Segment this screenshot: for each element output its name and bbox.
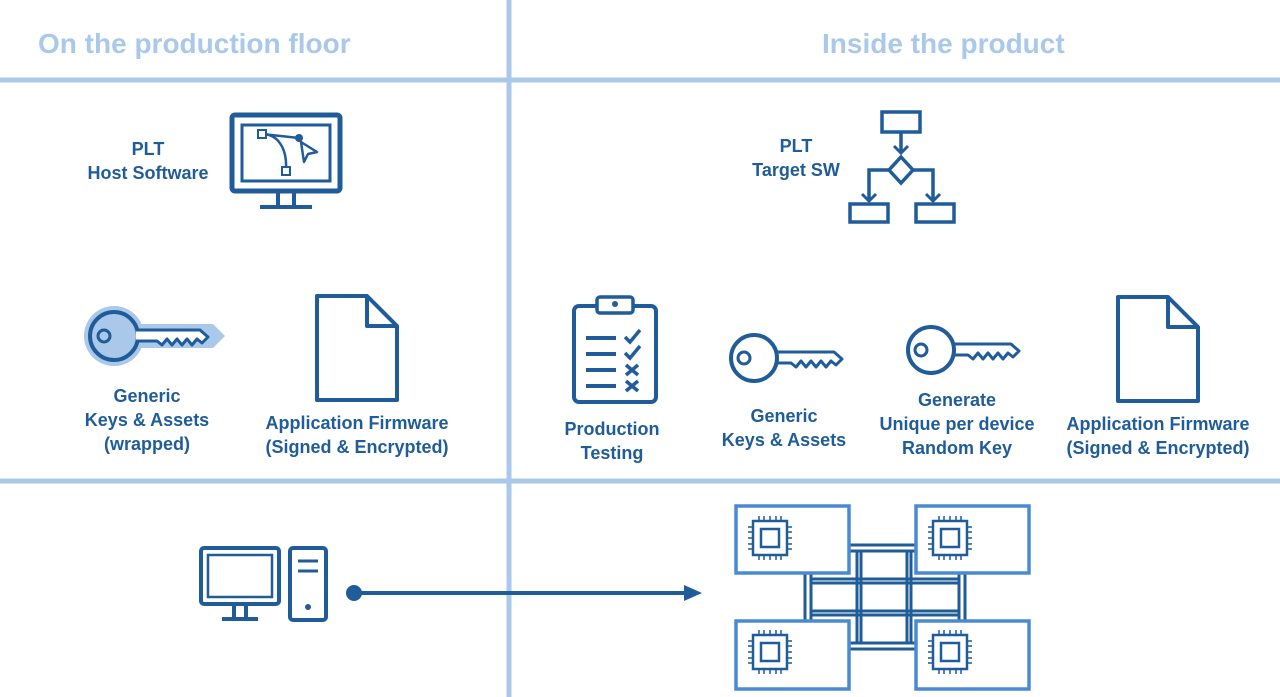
- header-left: On the production floor: [38, 28, 351, 59]
- document-icon: [315, 294, 399, 402]
- chip-array-icon: [734, 504, 1031, 691]
- label-production-testing: Production Testing: [565, 417, 660, 465]
- label-line: PLT: [779, 136, 813, 156]
- label-line: (wrapped): [103, 434, 190, 454]
- label-firmware-left: Application Firmware (Signed & Encrypted…: [265, 411, 448, 459]
- desktop-computer-icon: [199, 546, 328, 622]
- chip-panel: [914, 619, 1031, 691]
- document-icon: [1116, 295, 1200, 403]
- label-line: (Signed & Encrypted): [265, 437, 449, 457]
- label-plt-host: PLT Host Software: [87, 137, 208, 185]
- label-line: (Signed & Encrypted): [1066, 438, 1250, 458]
- label-line: Application Firmware: [1066, 414, 1250, 434]
- key-icon: [729, 333, 844, 383]
- chip-panel: [734, 619, 851, 691]
- label-line: Production: [564, 419, 660, 439]
- label-generate-key: Generate Unique per device Random Key: [879, 388, 1034, 460]
- clipboard-checklist-icon: [572, 295, 658, 404]
- arrow-icon: [346, 585, 702, 601]
- label-generic-wrapped: Generic Keys & Assets (wrapped): [85, 384, 209, 456]
- chip-panel: [734, 504, 851, 575]
- label-line: Keys & Assets: [721, 430, 847, 450]
- label-line: Keys & Assets: [84, 410, 210, 430]
- label-line: Host Software: [87, 163, 209, 183]
- label-line: PLT: [131, 139, 165, 159]
- monitor-bezier-icon: [229, 112, 343, 209]
- label-line: Testing: [580, 443, 644, 463]
- label-firmware-right: Application Firmware (Signed & Encrypted…: [1066, 412, 1249, 460]
- wrapped-key-icon: [84, 306, 225, 366]
- key-icon: [906, 325, 1021, 375]
- label-line: Generate: [917, 390, 997, 410]
- flowchart-icon: [848, 110, 956, 224]
- label-line: Generic: [750, 406, 818, 426]
- label-line: Target SW: [752, 160, 840, 180]
- header-right: Inside the product: [822, 28, 1065, 59]
- label-line: Generic: [113, 386, 181, 406]
- label-line: Random Key: [901, 438, 1013, 458]
- chip-panel: [914, 504, 1031, 575]
- label-generic-keys: Generic Keys & Assets: [722, 404, 846, 452]
- label-line: Unique per device: [879, 414, 1035, 434]
- label-line: Application Firmware: [265, 413, 449, 433]
- label-plt-target: PLT Target SW: [752, 134, 840, 182]
